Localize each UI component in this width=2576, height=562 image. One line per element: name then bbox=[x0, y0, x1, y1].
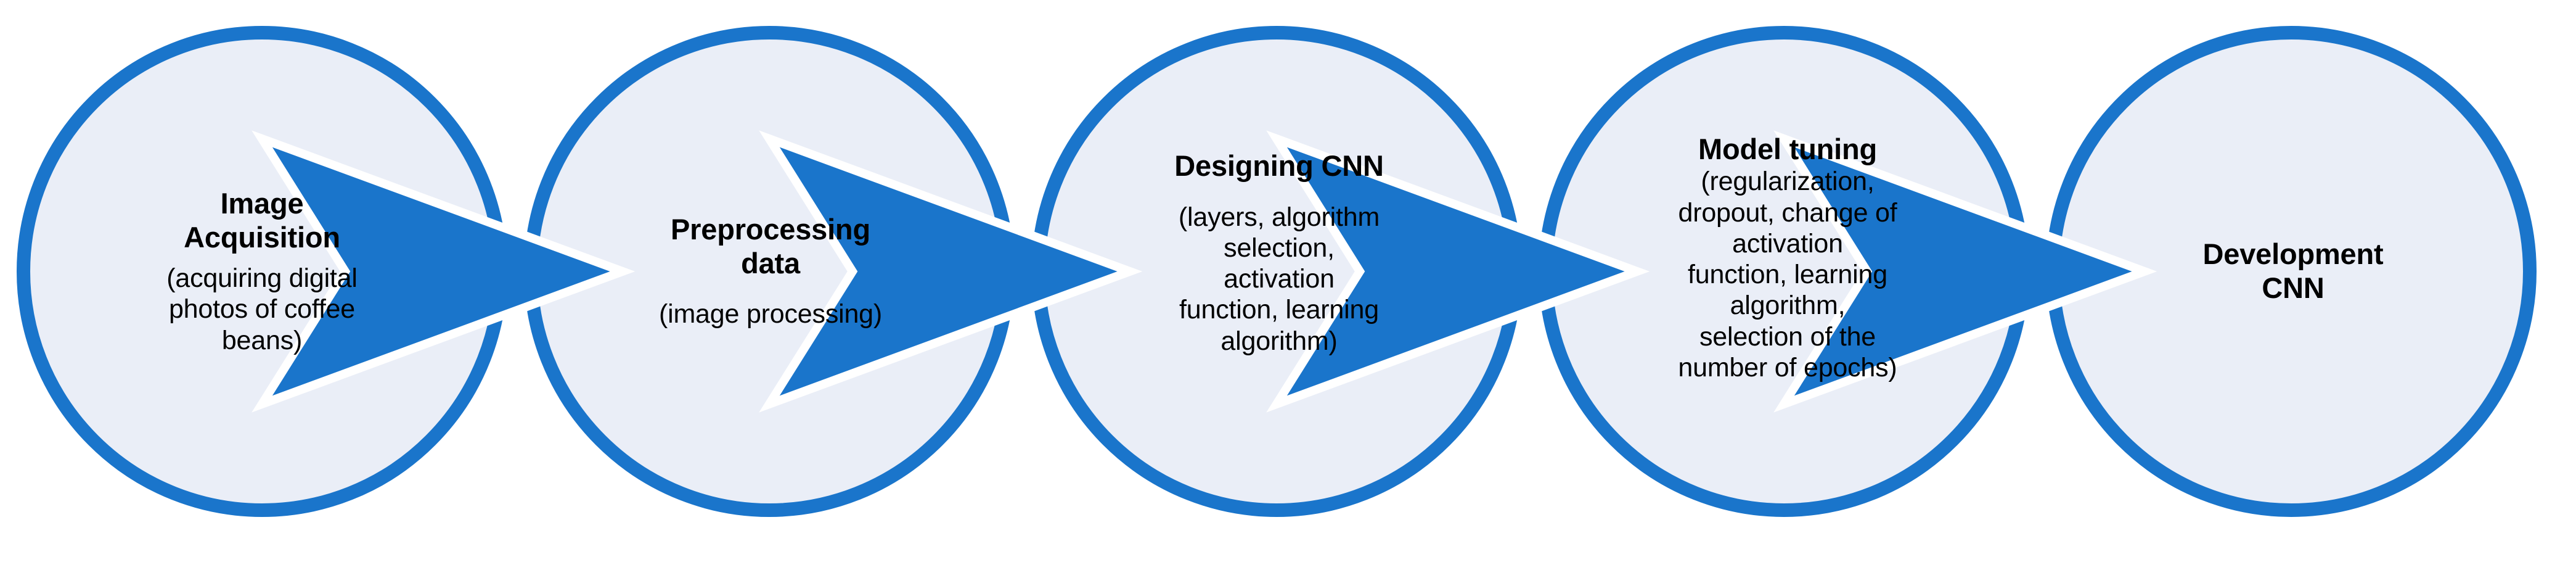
node-circle-1[interactable] bbox=[23, 33, 501, 510]
node-circle-4[interactable] bbox=[1545, 33, 2022, 510]
arrow-over-rings bbox=[251, 130, 2157, 413]
node-circle-5[interactable] bbox=[2053, 33, 2530, 510]
process-nodes bbox=[23, 33, 2530, 510]
node-circle-3[interactable] bbox=[1038, 33, 1515, 510]
node-circle-2[interactable] bbox=[531, 33, 1008, 510]
